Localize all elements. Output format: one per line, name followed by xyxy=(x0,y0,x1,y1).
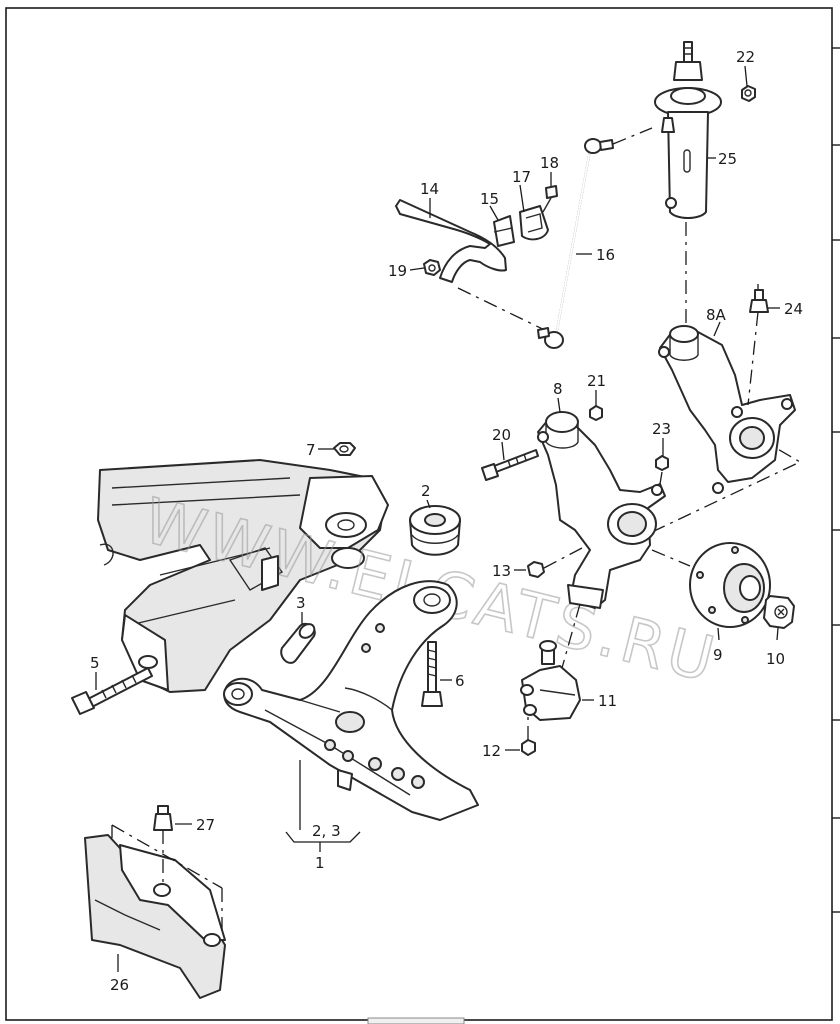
nut-21 xyxy=(589,405,603,421)
callout-17: 17 xyxy=(512,168,531,186)
callout-27: 27 xyxy=(196,816,215,834)
coupling-rod-16 xyxy=(537,127,653,349)
callout-labels: 22 25 14 15 17 18 16 19 8A 24 8 21 20 23… xyxy=(90,48,803,994)
anti-roll-bar-14 xyxy=(395,199,556,336)
callout-3: 3 xyxy=(296,594,306,612)
nut-7 xyxy=(333,442,356,456)
callout-9: 9 xyxy=(713,646,723,664)
callout-26: 26 xyxy=(110,976,129,994)
strut-25 xyxy=(654,41,722,325)
diagram-frame xyxy=(5,7,840,1024)
callout-22: 22 xyxy=(736,48,755,66)
bolt-27 xyxy=(153,805,173,885)
callout-8a: 8A xyxy=(706,306,727,324)
bushing-2 xyxy=(409,505,461,556)
callout-12: 12 xyxy=(482,742,501,760)
bushing-3 xyxy=(280,622,316,664)
wheel-bearing-housing-8a xyxy=(651,325,802,533)
bolt-6 xyxy=(421,641,443,707)
callout-18: 18 xyxy=(540,154,559,172)
callout-8: 8 xyxy=(553,380,563,398)
callout-19: 19 xyxy=(388,262,407,280)
steering-knuckle-8 xyxy=(537,411,666,669)
hub-bolt-10 xyxy=(763,595,795,629)
callout-15: 15 xyxy=(480,190,499,208)
callout-20: 20 xyxy=(492,426,511,444)
callout-11: 11 xyxy=(598,692,617,710)
bushing-15 xyxy=(493,215,515,247)
callout-1: 1 xyxy=(315,854,325,872)
subframe xyxy=(97,459,389,693)
callout-21: 21 xyxy=(587,372,606,390)
bolt-20 xyxy=(481,449,539,481)
nut-19 xyxy=(423,259,441,276)
control-arm xyxy=(223,580,479,821)
callout-13: 13 xyxy=(492,562,511,580)
callout-10: 10 xyxy=(766,650,785,668)
callout-23: 23 xyxy=(652,420,671,438)
bolt-5 xyxy=(71,667,153,715)
callout-5: 5 xyxy=(90,654,100,672)
mudguard-26 xyxy=(84,824,226,999)
bolt-24 xyxy=(747,284,769,406)
callout-2: 2 xyxy=(421,482,431,500)
clamp-17 xyxy=(519,205,549,241)
callout-6: 6 xyxy=(455,672,465,690)
callout-2-3: 2, 3 xyxy=(312,822,341,840)
callout-16: 16 xyxy=(596,246,615,264)
callout-7: 7 xyxy=(306,441,316,459)
leader-lines xyxy=(95,65,780,972)
nut-23 xyxy=(655,455,669,485)
callout-14: 14 xyxy=(420,180,439,198)
ball-joint-11 xyxy=(520,640,581,721)
callout-25: 25 xyxy=(718,150,737,168)
nut-13 xyxy=(527,547,583,578)
callout-24: 24 xyxy=(784,300,803,318)
bolt-18 xyxy=(542,185,558,213)
nut-12 xyxy=(521,716,536,756)
nut-22 xyxy=(741,85,756,102)
wheel-hub-9 xyxy=(651,542,771,628)
